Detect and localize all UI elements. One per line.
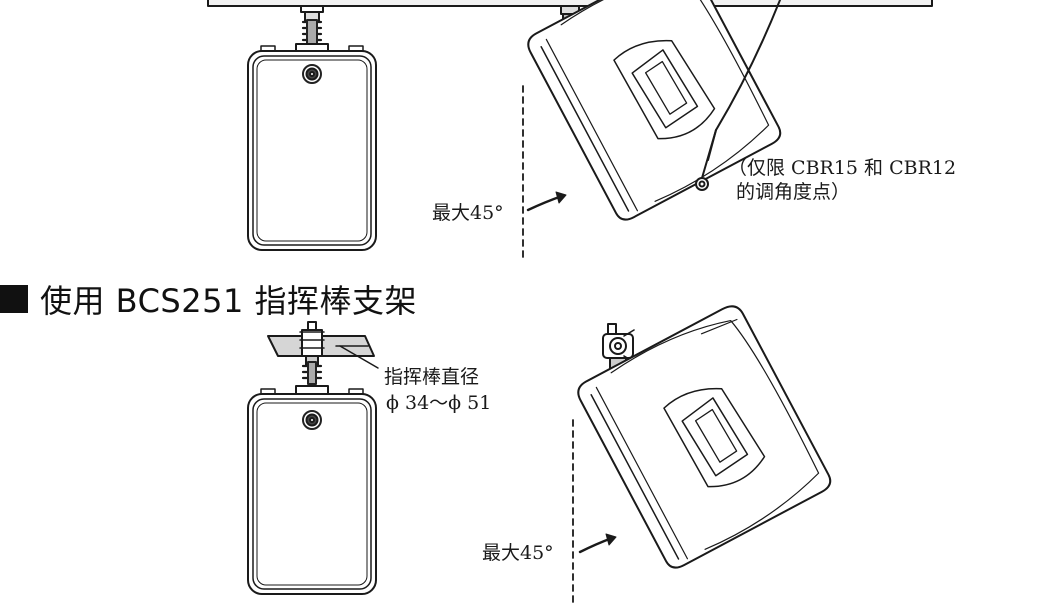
adjustment-note-line-2: 的调角度点） bbox=[736, 181, 851, 203]
section-heading: 使用 BCS251 指挥棒支架 bbox=[0, 276, 417, 322]
adjustment-note-line-1: （仅限 CBR15 和 CBR12 bbox=[728, 157, 957, 179]
speaker-tilted-bottom bbox=[577, 305, 832, 569]
angle-arrow-top bbox=[526, 194, 564, 212]
heading-text: 使用 BCS251 指挥棒支架 bbox=[40, 282, 417, 320]
heading-bullet bbox=[0, 285, 28, 313]
speaker-tilted-top bbox=[527, 0, 782, 221]
angle-label-bottom: 最大45° bbox=[482, 542, 554, 564]
baton-callout-line bbox=[339, 345, 379, 369]
angle-label-top: 最大45° bbox=[432, 202, 504, 224]
speaker-front-view-top bbox=[247, 5, 377, 251]
diameter-range: ϕ 34～ϕ 51 bbox=[386, 392, 492, 414]
baton-diameter-label: 指挥棒直径 bbox=[384, 366, 480, 388]
speaker-front-view-bottom bbox=[247, 321, 377, 595]
